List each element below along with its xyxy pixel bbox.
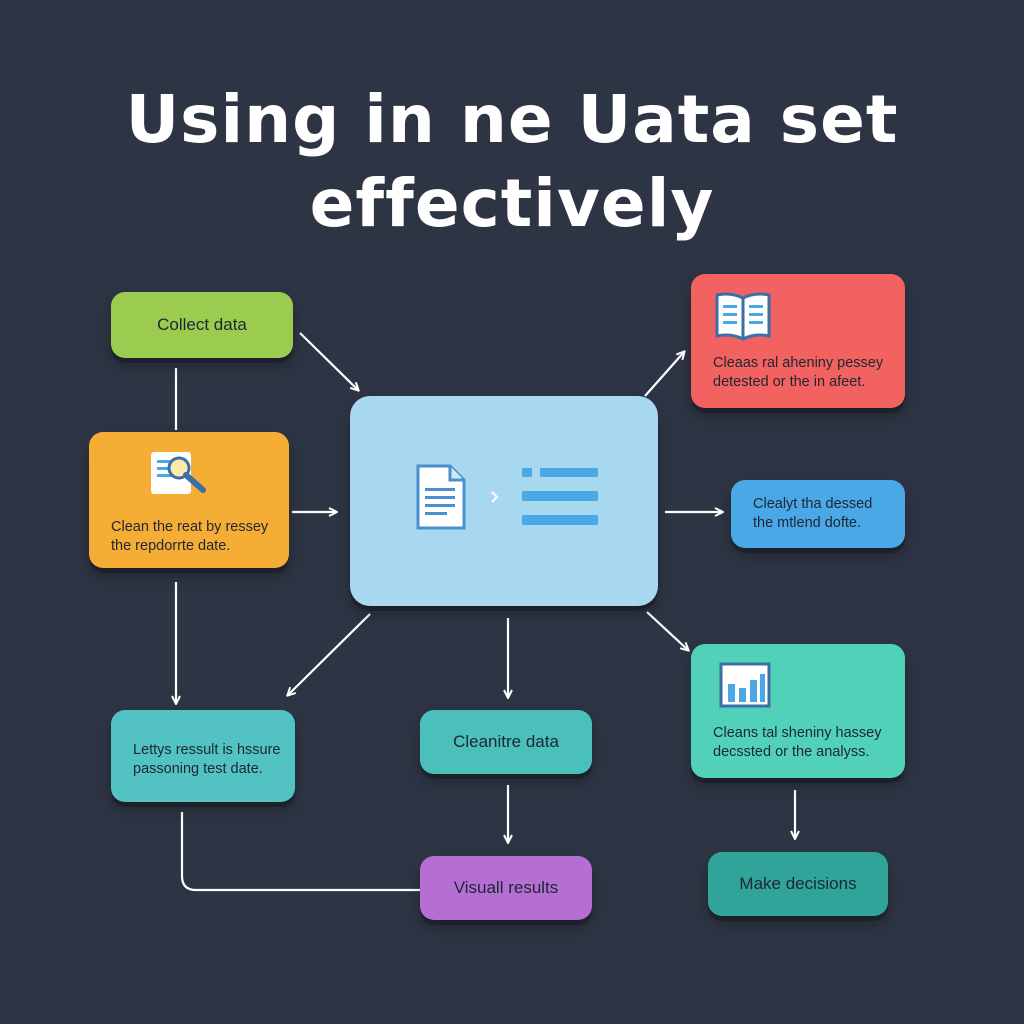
node-center-dataset[interactable]: [350, 396, 658, 606]
node-collect-data[interactable]: Collect data: [111, 292, 293, 358]
node-clean-data-label: Cleanitre data: [453, 732, 559, 751]
node-results-line-1: Lettys ressult is hssure: [133, 742, 281, 758]
list-icon: [522, 468, 598, 525]
node-middle-right-line-2: the mtlend dofte.: [753, 515, 862, 531]
node-visual-results-label: Visuall results: [453, 878, 559, 897]
node-clean-report-line-2: the repdorrte date.: [111, 538, 231, 554]
connector-results-to-visual: [180, 812, 420, 892]
node-top-right-line-2: detested or the in afeet.: [713, 374, 866, 390]
connector-center-to-bottom-right: [646, 611, 688, 650]
title-line-1: Using in ne Uata set: [125, 81, 899, 158]
node-clean-data[interactable]: Cleanitre data: [420, 710, 592, 774]
node-middle-right-line-1: Clealyt tha dessed: [753, 496, 873, 512]
document-icon: [416, 464, 466, 530]
node-bottom-right-line-1: Cleans tal sheniny hassey: [713, 725, 882, 741]
connector-center-to-top-right: [644, 352, 684, 397]
node-results[interactable]: Lettys ressult is hssure passoning test …: [111, 710, 295, 802]
node-bottom-right[interactable]: Cleans tal sheniny hassey decssted or th…: [691, 644, 905, 778]
diagram-title: Using in ne Uata set effectively: [0, 78, 1024, 246]
connector-center-to-results: [288, 613, 371, 695]
node-top-right-line-1: Cleaas ral aheniny pessey: [713, 355, 884, 371]
node-middle-right[interactable]: Clealyt tha dessed the mtlend dofte.: [731, 480, 905, 548]
node-make-decisions-label: Make decisions: [739, 874, 857, 893]
node-bottom-right-line-2: decssted or the analyss.: [713, 744, 870, 760]
bar-chart-icon: [719, 662, 771, 708]
node-top-right[interactable]: Cleaas ral aheniny pessey detested or th…: [691, 274, 905, 408]
node-clean-report[interactable]: Clean the reat by ressey the repdorrte d…: [89, 432, 289, 568]
node-collect-data-label: Collect data: [157, 315, 247, 334]
title-line-2: effectively: [309, 165, 715, 242]
node-clean-report-line-1: Clean the reat by ressey: [111, 519, 269, 535]
chevron-right-icon: [491, 491, 499, 503]
document-search-icon: [151, 452, 206, 494]
node-visual-results[interactable]: Visuall results: [420, 856, 592, 920]
node-make-decisions[interactable]: Make decisions: [708, 852, 888, 916]
node-results-line-2: passoning test date.: [133, 761, 263, 777]
open-book-icon: [715, 292, 771, 341]
connector-collect-to-center: [299, 332, 358, 390]
